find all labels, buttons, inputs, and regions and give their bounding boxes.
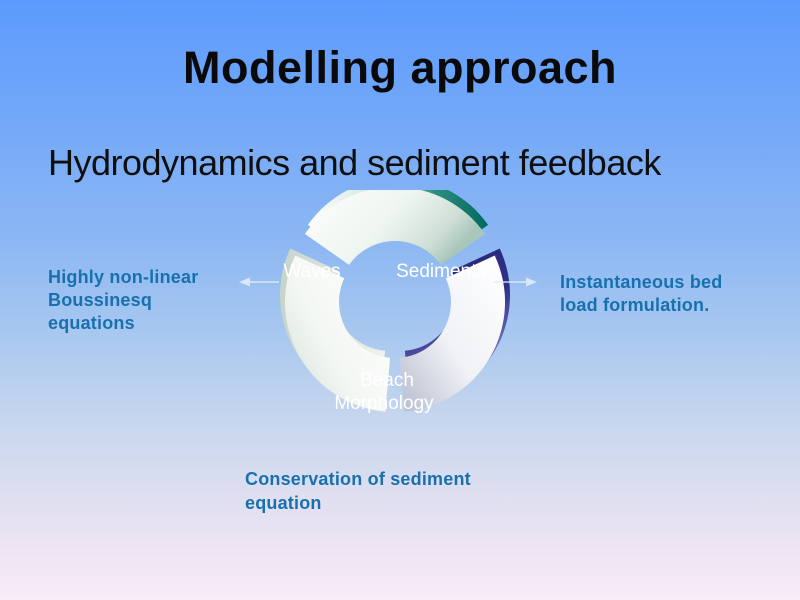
label-sediments: Sediments [396, 261, 486, 282]
label-beach-morphology-line2: Morphology [334, 393, 434, 414]
label-beach-morphology-line1: Beach [360, 370, 414, 391]
annotation-line: load formulation. [560, 295, 710, 315]
arrow-left-icon [239, 277, 279, 287]
annotation-line: Boussinesq [48, 290, 153, 310]
annotation-line: Instantaneous bed [560, 272, 723, 292]
annotation-sediments-model: Instantaneous bed load formulation. [560, 271, 722, 317]
arrow-right-icon [493, 277, 537, 287]
arc-bottom-right [399, 248, 511, 412]
annotation-waves-model: Highly non-linear Boussinesq equations [48, 266, 198, 335]
arc-bottom-left-face [284, 255, 391, 412]
arc-top [304, 190, 489, 265]
arc-bottom-right-face [399, 255, 506, 412]
annotation-line: equation [245, 493, 322, 513]
annotation-line: Conservation of sediment [245, 469, 471, 489]
label-waves: Waves [283, 261, 340, 282]
annotation-line: Highly non-linear [48, 267, 199, 287]
annotation-morphology-model: Conservation of sediment equation [245, 467, 471, 515]
annotation-line: equations [48, 313, 135, 333]
slide-subtitle: Hydrodynamics and sediment feedback [48, 142, 661, 183]
slide-title: Modelling approach [182, 42, 618, 93]
arc-bottom-left [279, 248, 391, 412]
cycle-diagram: Waves Sediments Beach Morphology [239, 190, 537, 414]
arc-top-face [304, 190, 486, 265]
